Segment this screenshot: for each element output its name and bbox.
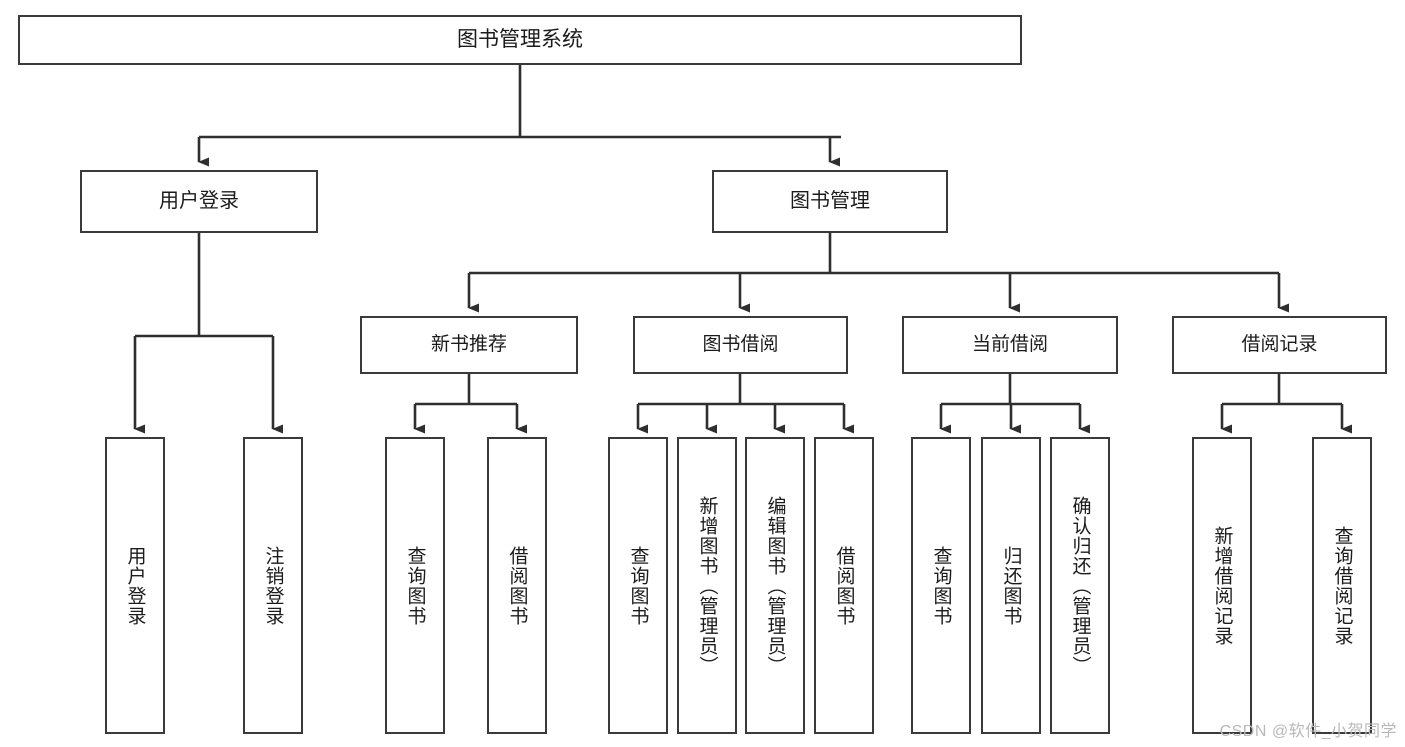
node-leaf-query-borrow-record-label: 查询借阅记录 <box>1331 525 1353 646</box>
node-root-label: 图书管理系统 <box>457 27 583 51</box>
node-leaf-query-book-rec-label: 查询图书 <box>404 545 426 626</box>
node-leaf-query-book-current[interactable]: 查询图书 <box>911 437 971 734</box>
node-user-login-label: 用户登录 <box>159 189 239 212</box>
node-leaf-query-book-borrow-label: 查询图书 <box>627 545 649 626</box>
node-book-borrow-label: 图书借阅 <box>702 333 779 355</box>
csdn-watermark: CSDN @软件_小贺同学 <box>1219 723 1397 740</box>
node-leaf-query-book-current-label: 查询图书 <box>930 545 952 626</box>
node-leaf-query-book-rec[interactable]: 查询图书 <box>385 437 445 734</box>
node-leaf-borrow-book[interactable]: 借阅图书 <box>814 437 874 734</box>
node-leaf-query-book-borrow[interactable]: 查询图书 <box>608 437 668 734</box>
node-leaf-borrow-book-rec[interactable]: 借阅图书 <box>487 437 547 734</box>
node-root[interactable]: 图书管理系统 <box>18 15 1022 65</box>
node-leaf-return-book[interactable]: 归还图书 <box>981 437 1041 734</box>
node-current-borrow-label: 当前借阅 <box>971 333 1048 355</box>
node-leaf-user-logout-label: 注销登录 <box>262 545 284 626</box>
node-leaf-edit-book-admin[interactable]: 编辑图书（管理员） <box>745 437 805 734</box>
node-current-borrow[interactable]: 当前借阅 <box>902 316 1118 374</box>
node-leaf-add-book-admin-label: 新增图书（管理员） <box>696 495 718 676</box>
node-leaf-confirm-return-admin-label: 确认归还（管理员） <box>1069 495 1091 676</box>
node-leaf-add-borrow-record-label: 新增借阅记录 <box>1211 525 1233 646</box>
node-leaf-borrow-book-rec-label: 借阅图书 <box>506 545 528 626</box>
node-leaf-confirm-return-admin[interactable]: 确认归还（管理员） <box>1050 437 1110 734</box>
node-leaf-user-logout[interactable]: 注销登录 <box>243 437 303 734</box>
node-book-management[interactable]: 图书管理 <box>712 170 948 233</box>
node-leaf-user-login[interactable]: 用户登录 <box>105 437 165 734</box>
node-borrow-record-label: 借阅记录 <box>1241 333 1318 355</box>
node-borrow-record[interactable]: 借阅记录 <box>1172 316 1387 374</box>
node-book-borrow[interactable]: 图书借阅 <box>633 316 848 374</box>
node-user-login[interactable]: 用户登录 <box>80 170 318 233</box>
node-leaf-user-login-label: 用户登录 <box>124 545 146 626</box>
node-leaf-borrow-book-label: 借阅图书 <box>833 545 855 626</box>
node-book-management-label: 图书管理 <box>790 189 870 212</box>
node-leaf-return-book-label: 归还图书 <box>1000 545 1022 626</box>
node-new-book-recommend[interactable]: 新书推荐 <box>360 316 578 374</box>
node-leaf-query-borrow-record[interactable]: 查询借阅记录 <box>1312 437 1372 734</box>
node-leaf-edit-book-admin-label: 编辑图书（管理员） <box>764 495 786 676</box>
node-leaf-add-book-admin[interactable]: 新增图书（管理员） <box>677 437 737 734</box>
node-leaf-add-borrow-record[interactable]: 新增借阅记录 <box>1192 437 1252 734</box>
node-new-book-recommend-label: 新书推荐 <box>430 333 507 355</box>
